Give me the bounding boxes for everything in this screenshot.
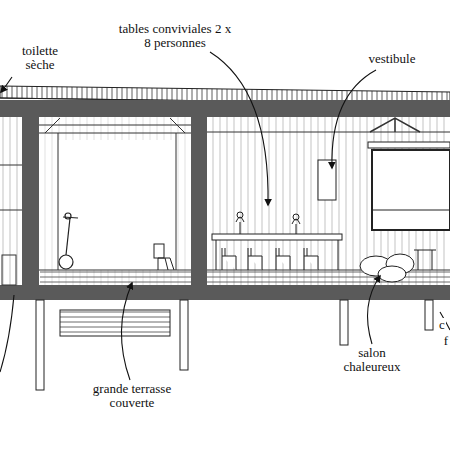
room-label: salon chaleureux	[331, 346, 413, 374]
room-label: toilette sèche	[9, 44, 71, 72]
room-label: vestibule	[351, 52, 433, 66]
room-label: tables conviviales 2 x 8 personnes	[114, 22, 236, 50]
chair	[304, 248, 318, 270]
room-label: grande terrasse couverte	[81, 382, 183, 410]
chair	[248, 248, 262, 270]
cut-label: f	[443, 334, 449, 348]
chair	[222, 248, 236, 270]
chair	[276, 248, 290, 270]
cut-label: c	[438, 318, 446, 332]
